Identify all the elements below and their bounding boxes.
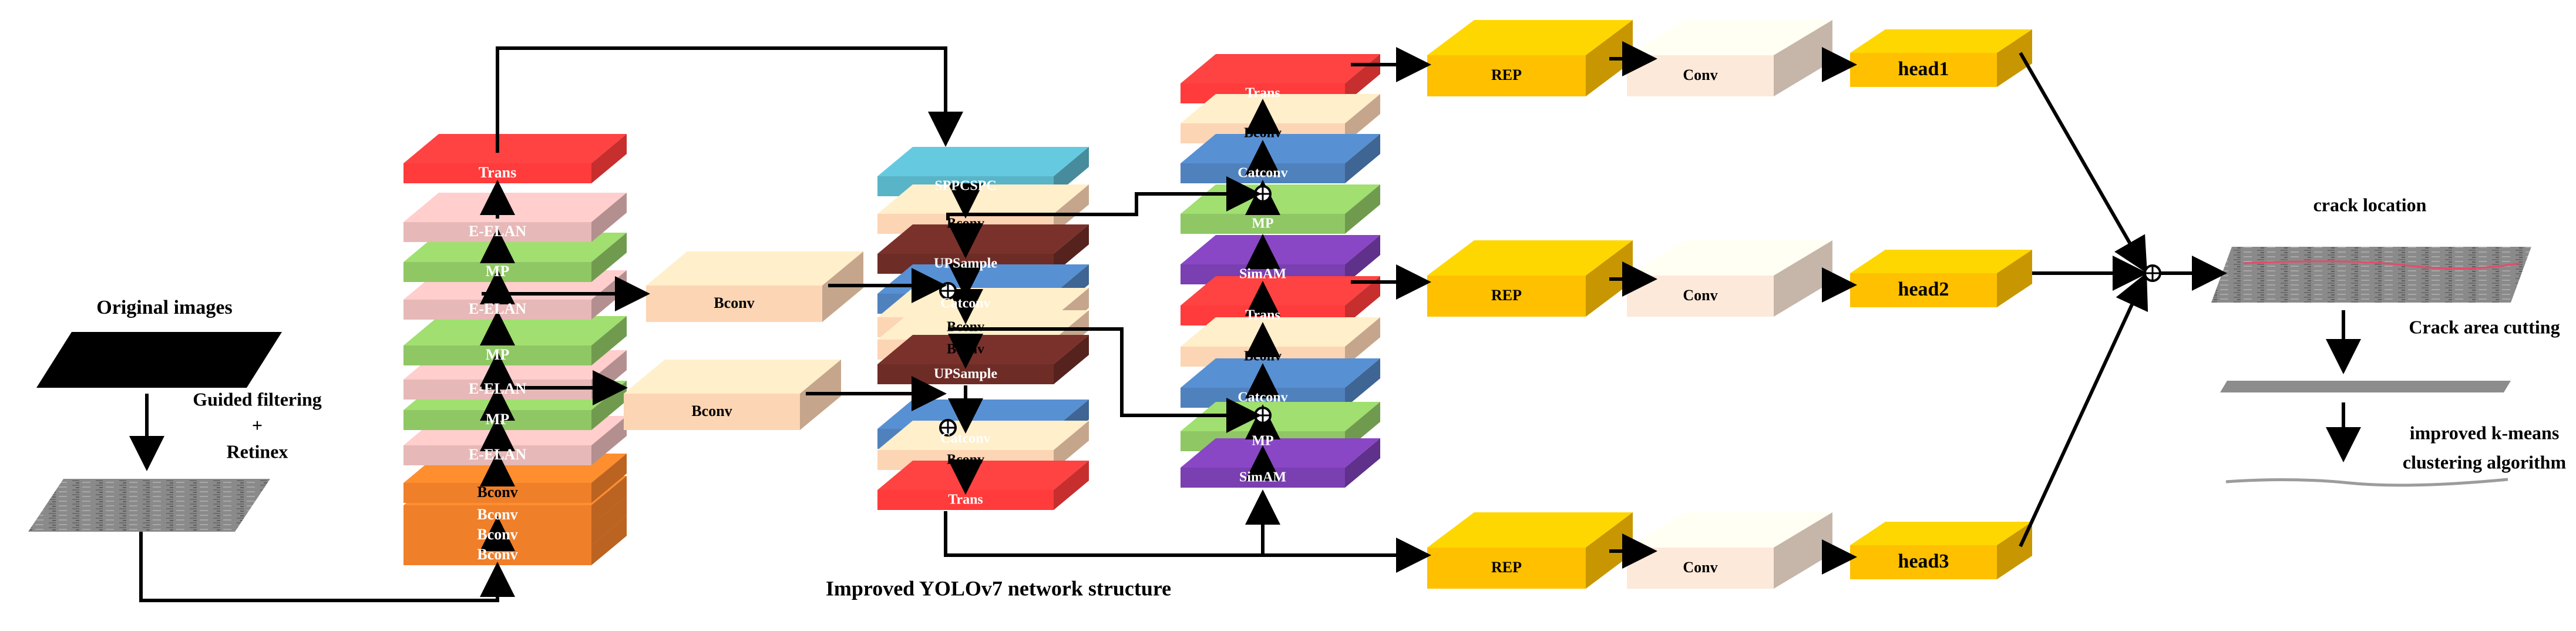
guided-filtering-label: Guided filtering — [193, 388, 322, 410]
arrow-neck-to-pan-2 — [948, 327, 1262, 433]
arrow-head1-to-fusion — [2019, 52, 2147, 274]
backbone-bconv-2-label: Bconv — [477, 526, 517, 543]
neck-bconv-4-label: Bconv — [947, 452, 984, 468]
pan-mp-2-label: MP — [1252, 434, 1273, 449]
backbone-trans — [403, 134, 627, 183]
arrow-neck-to-pan-1 — [946, 176, 1262, 220]
neck-concat-node-2 — [939, 419, 957, 437]
neck-bconv-2-label: Bconv — [947, 320, 984, 335]
conv-block-1-label: Conv — [1683, 66, 1717, 83]
backbone-mp-0-label: MP — [486, 263, 510, 280]
neck-sppcspc-label: SPPCSPC — [934, 179, 996, 194]
rep-block-2-label: REP — [1491, 287, 1522, 304]
side-bconv-1-label: Bconv — [714, 294, 754, 311]
pan-simam-2-label: SimAM — [1239, 470, 1286, 485]
arrow-image-to-backbone — [139, 532, 515, 602]
pan-catconv-1-label: Catconv — [1237, 166, 1287, 181]
neck-upsample-2-label: UPSample — [934, 367, 997, 382]
segmented-crack — [2225, 478, 2508, 487]
neck-catconv-1-label: Catconv — [940, 296, 990, 311]
backbone-mp-2-label: MP — [486, 411, 510, 428]
original-images-label: Original images — [96, 297, 232, 318]
fusion-node — [2144, 264, 2161, 282]
pan-concat-node-1 — [1254, 185, 1272, 203]
pan-simam-1-label: SimAM — [1239, 267, 1286, 282]
neck-upsample-1-label: UPSample — [934, 256, 997, 271]
cut-crack-strip — [2220, 381, 2511, 392]
backbone-mp-1 — [403, 316, 627, 365]
head-block-1-label: head1 — [1898, 58, 1949, 80]
crack-area-cutting-label: Crack area cutting — [2409, 316, 2560, 337]
arrow-head3-to-fusion — [2019, 273, 2148, 548]
backbone-eelan-3-label: E-ELAN — [469, 446, 526, 463]
backbone-bconv-1-label: Bconv — [477, 546, 517, 563]
diagram-title: Improved YOLOv7 network structure — [826, 576, 1171, 600]
filtered-image — [28, 479, 270, 532]
retinex-label: Retinex — [227, 441, 288, 462]
rep-block-3-label: REP — [1491, 559, 1522, 576]
neck-catconv-2-label: Catconv — [940, 431, 990, 447]
neck-bconv-3-label: Bconv — [947, 342, 984, 357]
backbone-trans-label: Trans — [479, 164, 517, 181]
neck-upsample-2 — [877, 335, 1089, 384]
pan-trans-1-label: Trans — [1245, 86, 1280, 101]
head-block-3-label: head3 — [1898, 551, 1949, 572]
neck-trans-label: Trans — [948, 492, 983, 508]
pan-simam-2 — [1181, 438, 1380, 488]
plus-label: + — [252, 414, 263, 435]
neck-trans — [877, 461, 1089, 510]
backbone-eelan-0-label: E-ELAN — [469, 223, 526, 240]
conv-block-2 — [1627, 240, 1832, 317]
side-bconv-2-label: Bconv — [691, 402, 732, 419]
head-block-2-label: head2 — [1898, 278, 1949, 300]
kmeans-label-1: improved k-means — [2410, 422, 2560, 443]
pan-bconv-2-label: Bconv — [1244, 349, 1282, 364]
head-block-2 — [1850, 250, 2032, 307]
pan-concat-node-2 — [1254, 407, 1272, 424]
conv-block-3-label: Conv — [1683, 559, 1717, 576]
pan-catconv-2-label: Catconv — [1237, 390, 1287, 405]
rep-block-2 — [1427, 240, 1633, 317]
backbone-eelan-2-label: E-ELAN — [469, 380, 526, 397]
pan-trans-2-label: Trans — [1245, 308, 1280, 323]
conv-block-3 — [1627, 512, 1832, 589]
rep-block-1-label: REP — [1491, 66, 1522, 83]
pan-trans-1 — [1181, 54, 1380, 103]
crack-location-label: crack location — [2313, 194, 2427, 215]
backbone-mp-1-label: MP — [486, 346, 510, 363]
conv-block-1 — [1627, 20, 1832, 96]
head-block-3 — [1850, 522, 2032, 579]
arrow-trans-to-sppcspc — [496, 46, 963, 153]
crack-location-image — [2211, 247, 2531, 303]
backbone-eelan-1-label: E-ELAN — [469, 300, 526, 317]
pan-bconv-1 — [1181, 94, 1380, 143]
arrow-neck-trans-to-pan — [944, 511, 1265, 557]
original-image — [36, 332, 282, 388]
kmeans-label-2: clustering algorithm — [2403, 451, 2567, 472]
pan-mp-1-label: MP — [1252, 216, 1273, 231]
pan-mp-1 — [1181, 184, 1380, 234]
conv-block-2-label: Conv — [1683, 287, 1717, 304]
head-block-1 — [1850, 29, 2032, 87]
rep-block-3 — [1427, 512, 1633, 589]
backbone-bconv-3-label: Bconv — [477, 506, 517, 523]
backbone-bconv-4-label: Bconv — [477, 484, 517, 501]
neck-bconv-1-label: Bconv — [947, 216, 984, 231]
rep-block-1 — [1427, 20, 1633, 96]
pan-bconv-1-label: Bconv — [1244, 126, 1282, 141]
